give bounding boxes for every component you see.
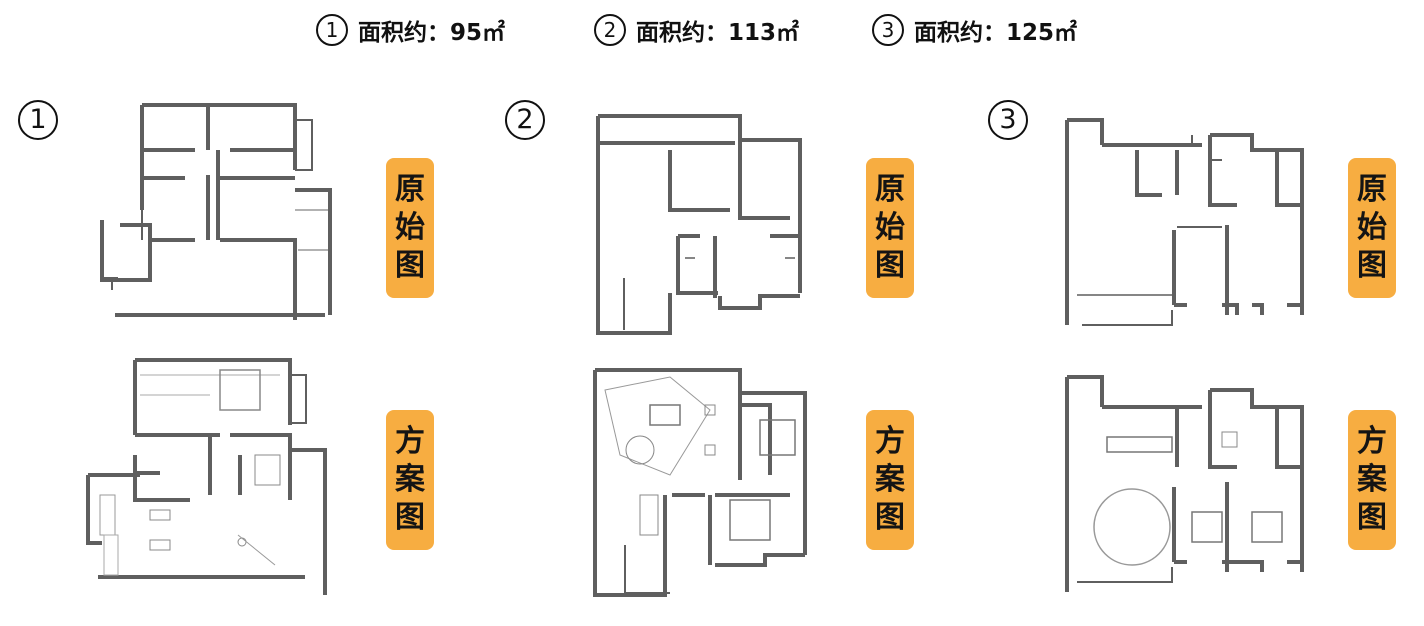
- area-header: 1 面积约：95㎡ 2 面积约：113㎡ 3 面积约：125㎡: [0, 8, 1424, 52]
- area-label-3: 面积约：125㎡: [914, 20, 1078, 46]
- group-number-3: 3: [988, 100, 1028, 140]
- badge-char: 原: [395, 172, 425, 207]
- original-label-badge-3: 原 始 图: [1348, 158, 1396, 298]
- original-floorplan-3: [1062, 115, 1307, 330]
- group-number-1: 1: [18, 100, 58, 140]
- badge-char: 始: [1357, 210, 1387, 245]
- badge-char: 图: [395, 500, 425, 535]
- design-floorplan-2: [590, 365, 815, 600]
- badge-char: 原: [875, 172, 905, 207]
- badge-char: 方: [875, 424, 905, 459]
- circled-number-1: 1: [316, 14, 348, 46]
- area-item-2: 2 面积约：113㎡: [594, 8, 799, 52]
- badge-char: 方: [395, 424, 425, 459]
- badge-char: 方: [1357, 424, 1387, 459]
- design-label-badge-3: 方 案 图: [1348, 410, 1396, 550]
- badge-char: 图: [875, 500, 905, 535]
- badge-char: 原: [1357, 172, 1387, 207]
- badge-char: 案: [875, 462, 905, 497]
- design-floorplan-1: [80, 355, 330, 600]
- original-floorplan-2: [590, 108, 815, 338]
- original-label-badge-1: 原 始 图: [386, 158, 434, 298]
- badge-char: 案: [395, 462, 425, 497]
- badge-char: 图: [1357, 248, 1387, 283]
- area-item-3: 3 面积约：125㎡: [872, 8, 1077, 52]
- badge-char: 图: [875, 248, 905, 283]
- badge-char: 图: [1357, 500, 1387, 535]
- area-item-1: 1 面积约：95㎡: [316, 8, 505, 52]
- design-label-badge-2: 方 案 图: [866, 410, 914, 550]
- group-number-2: 2: [505, 100, 545, 140]
- badge-char: 案: [1357, 462, 1387, 497]
- badge-char: 图: [395, 248, 425, 283]
- area-label-1: 面积约：95㎡: [358, 20, 506, 46]
- badge-char: 始: [875, 210, 905, 245]
- original-floorplan-1: [90, 100, 340, 335]
- area-label-2: 面积约：113㎡: [636, 20, 800, 46]
- original-label-badge-2: 原 始 图: [866, 158, 914, 298]
- design-floorplan-3: [1062, 372, 1307, 597]
- circled-number-2: 2: [594, 14, 626, 46]
- badge-char: 始: [395, 210, 425, 245]
- circled-number-3: 3: [872, 14, 904, 46]
- design-label-badge-1: 方 案 图: [386, 410, 434, 550]
